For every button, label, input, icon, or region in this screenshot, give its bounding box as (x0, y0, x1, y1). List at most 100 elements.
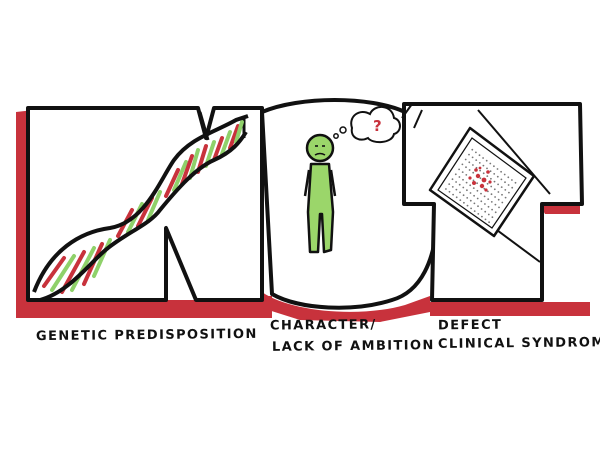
plate-dot (455, 181, 457, 183)
plate-dot (466, 197, 469, 199)
plate-dot (511, 179, 513, 181)
plate-dot (494, 211, 497, 214)
plate-dot (484, 203, 486, 205)
plate-dot (482, 157, 484, 159)
plate-dot (465, 166, 467, 169)
plate-dot (472, 179, 475, 182)
plate-dot (462, 178, 464, 181)
plate-dot (455, 196, 458, 199)
plate-dot (484, 210, 487, 213)
plate-dot (468, 169, 471, 171)
figure-body (306, 162, 335, 254)
caption-clinical-syndrome: CLINICAL SYNDROME (437, 335, 600, 352)
plate-dot (473, 210, 476, 213)
plate-dot (475, 151, 477, 154)
plate-dot (493, 173, 496, 175)
dna-rung (220, 130, 232, 156)
plate-dot (507, 184, 510, 186)
stick-figure (303, 133, 337, 254)
plate-dot (458, 176, 461, 178)
dna-rung (50, 254, 76, 292)
dna-rung (228, 124, 240, 150)
plate-dot (504, 181, 506, 184)
plate-dot (462, 194, 465, 197)
plate-dots (445, 148, 517, 224)
plate-dot (490, 193, 493, 196)
dna-strand-a (32, 114, 249, 293)
dna-rung (212, 136, 224, 162)
plate-dot (478, 154, 481, 157)
red-cluster (468, 166, 492, 192)
plate-dot (455, 188, 458, 191)
plate-dot (501, 193, 503, 196)
plate-dot (458, 183, 461, 186)
plate-dot (493, 165, 495, 168)
plate-dot (476, 182, 478, 185)
figure-head (305, 133, 335, 163)
plate-dot (476, 189, 479, 192)
plate-dot (458, 168, 460, 171)
dna-rung (42, 256, 66, 288)
plate-dot (451, 186, 454, 188)
plate-dot (471, 156, 474, 159)
plate-dot (501, 201, 504, 204)
plate-dot (500, 178, 503, 181)
question-mark: ? (373, 117, 382, 135)
caption-character: CHARACTER/ (269, 317, 377, 334)
plate-dot (466, 204, 469, 207)
plate-dot (503, 173, 506, 176)
plate-dot (493, 180, 496, 183)
plate-dot (476, 197, 479, 200)
caption-lack-of-ambition: LACK OF AMBITION (271, 338, 435, 355)
plate-dot (477, 213, 480, 215)
plate-dot (479, 169, 481, 172)
plate-dot (488, 221, 490, 224)
thought-bubble: ? (333, 106, 401, 144)
plate-dot (465, 181, 468, 184)
plate-dot (494, 203, 497, 206)
dna-rung (146, 190, 162, 222)
plate-dot (485, 159, 488, 162)
plate-dot (479, 177, 482, 180)
plate-dot (468, 153, 470, 156)
plate-dot (490, 177, 492, 180)
plate-dot (448, 183, 451, 186)
plate-dot (487, 198, 490, 201)
plate-dot (482, 172, 485, 175)
plate-dot (461, 163, 464, 166)
plate-dot (483, 195, 486, 198)
plate-dot (497, 198, 500, 201)
plate-dot (459, 191, 461, 194)
plate-dot (480, 192, 482, 195)
plate-dot (469, 184, 472, 187)
plate-dot (469, 192, 472, 194)
plate-dot (480, 200, 483, 203)
plate-dot (507, 176, 510, 179)
plate-dot (445, 188, 447, 190)
plate-dot (451, 178, 454, 181)
dna-helix (32, 114, 249, 302)
plate-dot (468, 161, 471, 164)
plate-dot (491, 216, 494, 219)
plate-dot (496, 175, 499, 178)
plate-dot (489, 170, 492, 173)
plate-dot (487, 190, 489, 193)
plate-dot (448, 190, 451, 193)
plate-dot (454, 173, 457, 176)
plate-dot (462, 186, 465, 189)
dotted-plate (428, 126, 536, 238)
plate-dot (478, 162, 481, 164)
plate-dot (487, 205, 490, 208)
plate-dot (500, 186, 503, 189)
plate-dot (461, 171, 464, 174)
plate-dot (452, 193, 454, 196)
plate-dot (487, 213, 490, 216)
caption-defect: DEFECT (437, 317, 503, 334)
plate-dot (491, 208, 493, 211)
plate-dot (472, 171, 475, 174)
plate-dot (486, 167, 488, 170)
plate-dot (484, 218, 487, 221)
plate-dot (475, 159, 478, 162)
plate-dot (469, 199, 472, 202)
